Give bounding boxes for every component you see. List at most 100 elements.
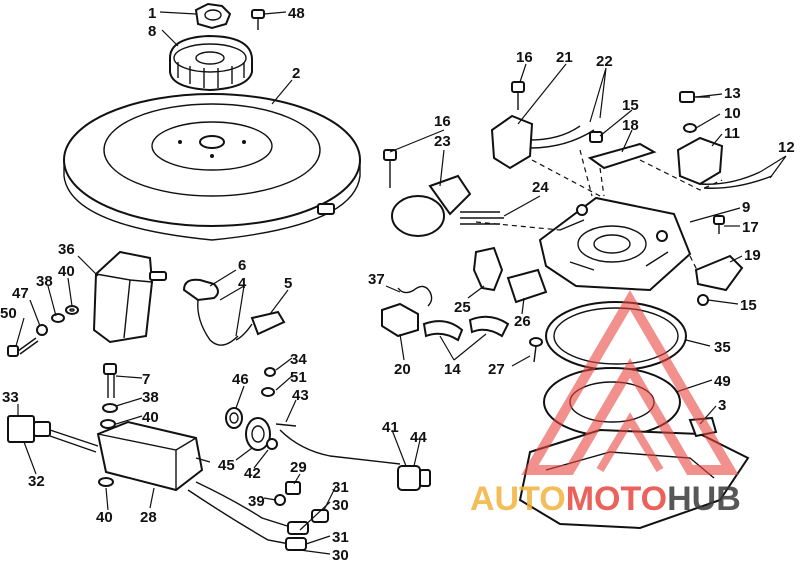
callout-37: 37 [368, 271, 385, 288]
retainer-25 [472, 246, 504, 292]
callout-50: 50 [0, 305, 17, 322]
retainer-18 [587, 142, 657, 170]
timer-assembly-23 [391, 174, 504, 237]
screw-17 [713, 215, 725, 234]
watermark-auto: AUTO [470, 480, 566, 518]
callout-40-low: 40 [96, 509, 113, 526]
callout-16-left: 16 [434, 113, 451, 130]
sensor-coil [676, 136, 773, 189]
screw-27 [529, 337, 543, 363]
callout-33: 33 [2, 389, 19, 406]
lockwasher-47 [36, 324, 48, 336]
connector-33 [7, 415, 99, 453]
callout-47: 47 [12, 285, 29, 302]
callout-15-lower: 15 [740, 297, 757, 314]
screw-16-left [383, 149, 397, 188]
boots-14 [422, 315, 510, 342]
callout-39: 39 [248, 493, 265, 510]
callout-51: 51 [290, 369, 307, 386]
ground-terminal-42 [266, 438, 278, 450]
assembly-guide-lines [475, 149, 723, 273]
lockwasher-39 [274, 494, 286, 506]
bolt-7 [103, 363, 117, 398]
callout-27: 27 [488, 361, 505, 378]
callout-12: 12 [778, 139, 795, 156]
spark-plug-boot-lower [235, 310, 286, 341]
callout-42: 42 [244, 465, 261, 482]
callout-1: 1 [148, 5, 156, 22]
callout-9: 9 [742, 199, 750, 216]
callout-10: 10 [724, 105, 741, 122]
washer-10 [683, 123, 697, 133]
screw-13 [679, 91, 710, 103]
callout-20: 20 [394, 361, 411, 378]
callout-13: 13 [724, 85, 741, 102]
watermark-moto: MOTO [566, 480, 667, 518]
washer-40-mid [100, 419, 116, 429]
callout-3: 3 [718, 397, 726, 414]
callout-21: 21 [556, 49, 573, 66]
callout-25: 25 [454, 299, 471, 316]
callout-48: 48 [288, 5, 305, 22]
callout-14: 14 [444, 361, 461, 378]
callout-31-upper: 31 [332, 479, 349, 496]
power-pack [96, 420, 211, 492]
callout-15-upper: 15 [622, 97, 639, 114]
bracket-19 [694, 254, 744, 292]
washer-38-mid [102, 403, 118, 413]
callout-46: 46 [232, 371, 249, 388]
washer-40-low [98, 477, 114, 487]
callout-34: 34 [290, 351, 307, 368]
callout-32: 32 [28, 473, 45, 490]
callout-38-mid: 38 [142, 389, 159, 406]
bolt-50 [7, 337, 39, 357]
ignition-coil [92, 250, 167, 344]
callout-30-upper: 30 [332, 497, 349, 514]
callout-24: 24 [532, 179, 549, 196]
callout-45: 45 [218, 457, 235, 474]
connector-20 [381, 302, 419, 338]
watermark-hub: HUB [667, 480, 741, 518]
callout-17: 17 [742, 219, 759, 236]
sleeve-26 [506, 268, 548, 304]
callout-8: 8 [148, 23, 156, 40]
watermark-logo-mark [521, 290, 739, 475]
ring-gear-retainer [169, 34, 253, 92]
washer-40-top [65, 305, 79, 315]
callout-41: 41 [382, 419, 399, 436]
callout-30-lower: 30 [332, 547, 349, 564]
screw-15-upper [589, 131, 603, 143]
callout-5: 5 [284, 275, 292, 292]
callout-23: 23 [434, 133, 451, 150]
callout-16-upper: 16 [516, 49, 533, 66]
callout-31-lower: 31 [332, 529, 349, 546]
charge-coil [490, 114, 595, 170]
flywheel [63, 93, 361, 241]
lead-31-upper [311, 509, 329, 523]
screw-15-lower [697, 294, 709, 306]
screw-48 [251, 9, 265, 30]
connector-41-44 [397, 465, 431, 491]
callout-28: 28 [140, 509, 157, 526]
clip-29 [285, 481, 301, 495]
callout-leaders [15, 11, 787, 555]
callout-35: 35 [714, 339, 731, 356]
retaining-ring-35 [545, 301, 687, 371]
callout-29: 29 [290, 459, 307, 476]
screw-16-upper [511, 81, 525, 110]
callout-6: 6 [238, 257, 246, 274]
callout-7: 7 [142, 371, 150, 388]
callout-36: 36 [58, 241, 75, 258]
spring-clip-37 [397, 285, 433, 307]
callout-49: 49 [714, 373, 731, 390]
power-pack-harness [187, 481, 309, 551]
callout-numbers: 1 48 8 2 16 21 22 15 18 13 10 11 12 16 2… [0, 5, 795, 564]
callout-18: 18 [622, 117, 639, 134]
callout-19: 19 [744, 247, 761, 264]
callout-2: 2 [292, 65, 300, 82]
callout-40-mid: 40 [142, 409, 159, 426]
timer-base [538, 196, 692, 292]
washer-38-top [51, 313, 65, 323]
callout-38-top: 38 [36, 273, 53, 290]
